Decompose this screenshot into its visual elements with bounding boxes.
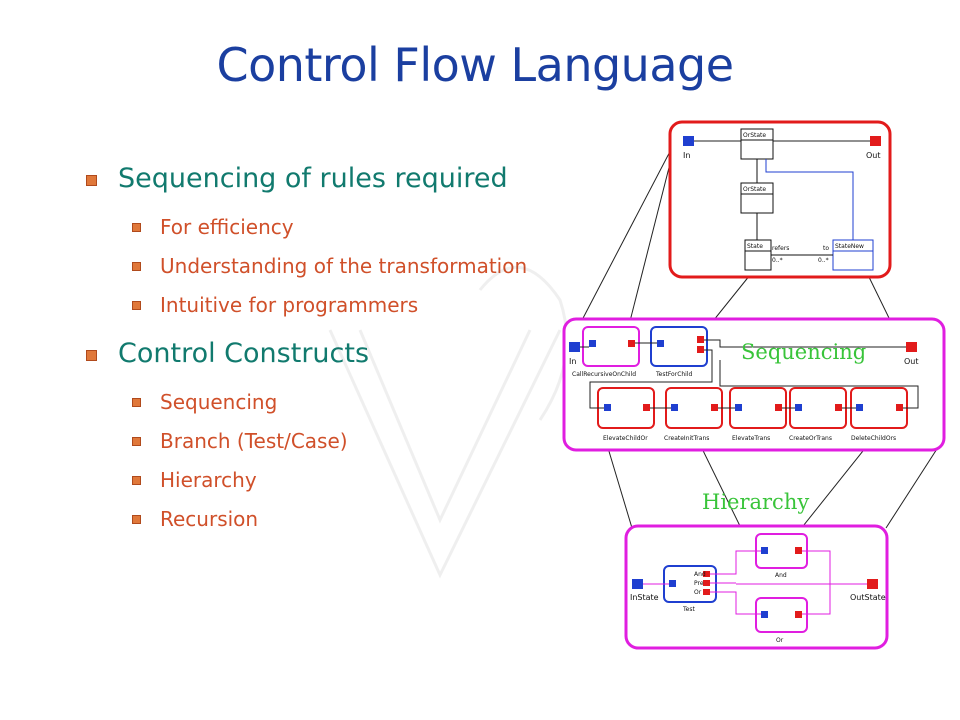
bullet-sequencing-required: Sequencing of rules required: [84, 160, 604, 198]
test-port-pre: Pre: [694, 580, 704, 587]
hierarchy-annotation: Hierarchy: [702, 490, 809, 514]
sub-bullet: Recursion: [84, 500, 604, 539]
block-test: Test: [682, 606, 695, 613]
block-and: And: [775, 572, 787, 579]
block-createortrans: CreateOrTrans: [789, 435, 832, 442]
class-orstate-2: OrState: [743, 186, 766, 193]
sub-bullet: Understanding of the transformation: [84, 247, 604, 286]
block-elevatechildor: ElevateChildOr: [603, 435, 648, 442]
test-port-or: Or: [694, 589, 702, 596]
assoc-refers: refers: [772, 245, 789, 252]
sequencing-panel: In Out CallRecursiveOnChild TestForChild: [562, 317, 946, 452]
watermark-logo: [328, 265, 569, 579]
sub-bullet: Intuitive for programmers: [84, 286, 604, 325]
hier-out-port-label: OutState: [850, 593, 886, 602]
class-statenew: StateNew: [835, 243, 864, 250]
bullet-list: Sequencing of rules required For efficie…: [84, 160, 604, 539]
assoc-to: to: [823, 245, 829, 252]
bullet-control-constructs: Control Constructs: [84, 335, 604, 373]
test-port-and: And: [694, 571, 706, 578]
sub-bullet: Branch (Test/Case): [84, 422, 604, 461]
class-orstate-1: OrState: [743, 132, 766, 139]
sequencing-annotation: Sequencing: [741, 340, 866, 364]
hier-in-port-label: InState: [630, 593, 659, 602]
assoc-mult-1: 0..*: [772, 257, 783, 264]
assoc-mult-2: 0..*: [818, 257, 829, 264]
sub-bullet: For efficiency: [84, 208, 604, 247]
block-elevatetrans: ElevateTrans: [732, 435, 770, 442]
slide-title: Control Flow Language: [216, 38, 734, 92]
block-or: Or: [776, 637, 784, 644]
hierarchy-panel: Hierarchy InState OutState And Pre Or Te…: [624, 490, 889, 650]
block-testforchild: TestForChild: [655, 371, 693, 378]
class-state: State: [747, 243, 763, 250]
top-out-port-label: Out: [866, 151, 881, 160]
top-rule-panel: In Out OrState OrState State StateNew re…: [668, 120, 892, 279]
block-callrecursiveonchild: CallRecursiveOnChild: [572, 371, 636, 378]
sub-bullet: Hierarchy: [84, 461, 604, 500]
block-createinittrans: CreateInitTrans: [664, 435, 709, 442]
sub-bullet: Sequencing: [84, 383, 604, 422]
seq-out-port-label: Out: [904, 357, 919, 366]
seq-in-port-label: In: [569, 357, 576, 366]
top-in-port-label: In: [683, 151, 690, 160]
block-deletechildors: DeleteChildOrs: [851, 435, 896, 442]
